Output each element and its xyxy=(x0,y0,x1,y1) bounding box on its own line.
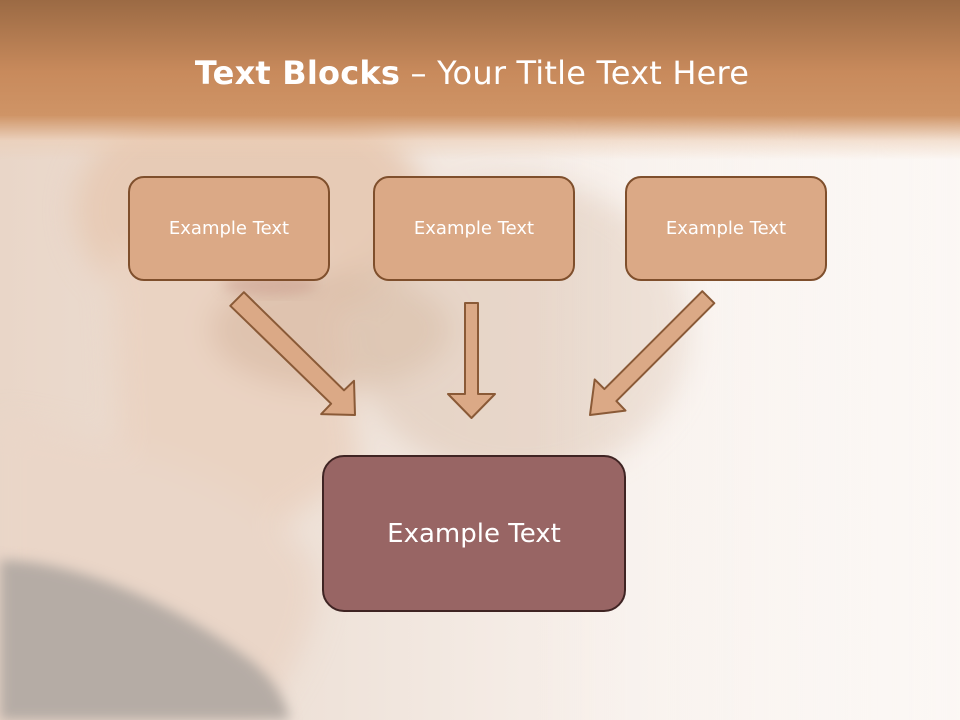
title-bold-part: Text Blocks xyxy=(194,54,401,92)
result-block-label: Example Text xyxy=(387,518,561,549)
slide-title: Text Blocks – Your Title Text Here xyxy=(0,54,944,92)
text-block-3: Example Text xyxy=(625,176,827,281)
result-block: Example Text xyxy=(322,455,626,612)
title-bar xyxy=(0,0,960,160)
text-block-2: Example Text xyxy=(373,176,575,281)
text-block-2-label: Example Text xyxy=(413,218,535,239)
title-rest: Your Title Text Here xyxy=(437,54,750,92)
text-block-3-label: Example Text xyxy=(665,218,787,239)
text-block-1: Example Text xyxy=(128,176,330,281)
arrow-center xyxy=(447,302,496,419)
arrow-left xyxy=(229,291,356,416)
arrow-right xyxy=(589,290,716,416)
title-separator: – xyxy=(410,54,427,92)
text-block-1-label: Example Text xyxy=(168,218,290,239)
